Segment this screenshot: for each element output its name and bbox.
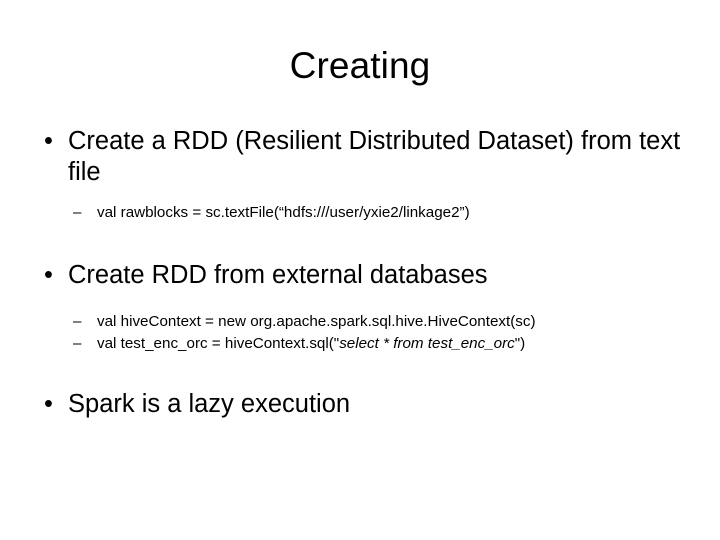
bullet-dot-icon: • [44,390,53,418]
code-line-test-enc-orc: val test_enc_orc = hiveContext.sql("sele… [97,335,525,352]
sub-bullet-item-hivecontext: – val hiveContext = new org.apache.spark… [0,311,720,333]
slide-title-text: Creating [289,45,431,86]
bullet-item-label: Spark is a lazy execution [68,390,351,418]
sub-bullet-item-test-enc-orc: – val test_enc_orc = hiveContext.sql("se… [0,333,720,355]
code-segment-prefix: val test_enc_orc = hiveContext.sql(" [97,335,340,352]
spacer [0,188,720,202]
bullet-dot-icon: • [44,261,53,289]
bullet-item-lazy-execution: • Spark is a lazy execution [0,389,720,420]
spacer [0,355,720,389]
code-line-rawblocks: val rawblocks = sc.textFile(“hdfs:///use… [97,204,470,221]
dash-icon: – [73,204,82,221]
bullet-item-create-rdd-text-file: • Create a RDD (Resilient Distributed Da… [0,126,720,188]
bullet-item-create-rdd-external-db: • Create RDD from external databases [0,260,720,291]
bullet-item-label: Create RDD from external databases [68,261,488,289]
code-segment-sql-italic: select * from test_enc_orc [339,335,515,352]
page-title: Creating [0,44,720,88]
spacer [0,291,720,311]
dash-icon: – [73,335,82,352]
spacer [0,224,720,260]
code-line-hivecontext: val hiveContext = new org.apache.spark.s… [97,313,536,330]
slide-body: • Create a RDD (Resilient Distributed Da… [0,126,720,420]
bullet-item-label: Create a RDD (Resilient Distributed Data… [68,127,681,186]
code-segment-suffix: ") [514,335,526,352]
sub-bullet-item-rawblocks: – val rawblocks = sc.textFile(“hdfs:///u… [0,202,720,224]
dash-icon: – [73,313,82,330]
bullet-dot-icon: • [44,127,53,155]
